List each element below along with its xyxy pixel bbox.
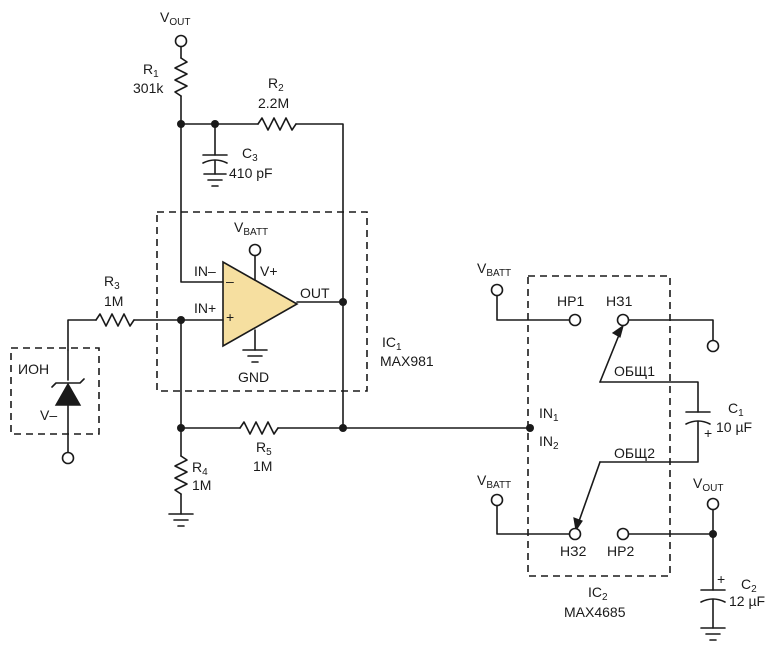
opamp-plus-sign: + [226, 309, 234, 325]
pin-out-label: OUT [300, 285, 330, 301]
switch2-arrow [573, 517, 583, 532]
vbatt-top-label: VBATT [477, 260, 511, 279]
r1-label: R1 [143, 61, 159, 80]
common2-label: ОБЩ2 [614, 445, 655, 461]
zener-diode-bar [51, 378, 85, 388]
r3-resistor-icon [95, 313, 135, 327]
wire [628, 319, 714, 341]
vbatt-ic1-label: VBATT [234, 219, 268, 238]
v-minus-label: V– [40, 407, 57, 423]
h31-label: НЗ1 [606, 293, 633, 309]
vbatt-bottom-label: VBATT [477, 472, 511, 491]
opamp-minus-sign: – [226, 273, 234, 289]
h32-label: НЗ2 [560, 543, 587, 559]
wire [496, 295, 571, 321]
comparator-triangle-icon [222, 260, 299, 348]
ground-icon [242, 349, 268, 363]
vout-right-label: VOUT [693, 475, 723, 494]
r2-resistor-icon [257, 117, 297, 131]
h32-terminal [568, 527, 582, 541]
switch1-wiper [599, 329, 622, 383]
r5-value: 1M [253, 458, 272, 474]
ground-icon [168, 513, 194, 527]
r4-resistor-icon [174, 455, 188, 495]
pin-in-minus-label: IN– [194, 263, 216, 279]
in1-label: IN1 [539, 405, 559, 424]
pin-in-plus-label: IN+ [194, 300, 216, 316]
c2-label: C2 [741, 576, 757, 595]
wire [599, 381, 699, 413]
switch2-wiper [577, 461, 601, 525]
r5-resistor-icon [239, 421, 279, 435]
r3-value: 1M [104, 293, 123, 309]
r2-label: R2 [268, 75, 284, 94]
ic1-part: MAX981 [380, 353, 434, 369]
zener-diode-icon [54, 382, 82, 406]
ion-label: ИОН [18, 361, 49, 377]
junction-dot [709, 530, 717, 538]
common1-label: ОБЩ1 [614, 363, 655, 379]
ic2-part: MAX4685 [564, 604, 626, 620]
hp1-label: НР1 [557, 293, 584, 309]
c1-capacitor-icon [685, 411, 711, 425]
ground-icon [700, 627, 726, 641]
vbatt-ic1-terminal [248, 243, 262, 257]
vout-top-terminal [174, 34, 188, 48]
r1-value: 301k [133, 80, 164, 96]
wire [180, 95, 259, 125]
c3-label: C3 [242, 145, 258, 164]
wire [180, 123, 224, 283]
vbatt-bottom-terminal [490, 493, 504, 507]
h31-terminal [616, 313, 630, 327]
in2-label: IN2 [539, 433, 559, 452]
r2-value: 2.2M [258, 95, 289, 111]
ground-icon [203, 173, 227, 187]
r3-label: R3 [104, 273, 120, 292]
vout-top-label: VOUT [160, 9, 190, 28]
wire [599, 421, 699, 463]
switch1-arrow [611, 324, 625, 338]
r4-value: 1M [192, 477, 211, 493]
ic1-name: IC1 [382, 334, 402, 353]
ic2-name: IC2 [588, 584, 608, 603]
r5-label: R5 [256, 439, 272, 458]
wire [295, 123, 344, 429]
vout-right-terminal [706, 497, 720, 511]
junction-dot [339, 424, 347, 432]
ic1-boundary [156, 211, 368, 392]
c3-value: 410 pF [229, 165, 273, 181]
c1-label: C1 [728, 400, 744, 419]
c2-plus: + [717, 571, 725, 587]
wire [67, 319, 97, 351]
pin-vplus-label: V+ [260, 263, 278, 279]
pin-gnd-label: GND [238, 369, 269, 385]
hp2-label: НР2 [607, 543, 634, 559]
r1-resistor-icon [174, 57, 188, 97]
wire [496, 505, 571, 535]
ic2-boundary [527, 275, 671, 577]
r4-label: R4 [192, 459, 208, 478]
c1-value: 10 µF [716, 419, 752, 435]
voltage-reference-boundary [10, 347, 100, 435]
vbatt-top-terminal [490, 283, 504, 297]
c2-capacitor-icon [700, 589, 726, 603]
junction-dot [339, 298, 347, 306]
v-minus-terminal [61, 451, 75, 465]
no-connect-terminal [706, 339, 720, 353]
hp2-terminal [616, 527, 630, 541]
hp1-terminal [568, 313, 582, 327]
c2-value: 12 µF [729, 593, 765, 609]
c3-capacitor-icon [202, 154, 228, 164]
c1-plus: + [704, 425, 712, 441]
